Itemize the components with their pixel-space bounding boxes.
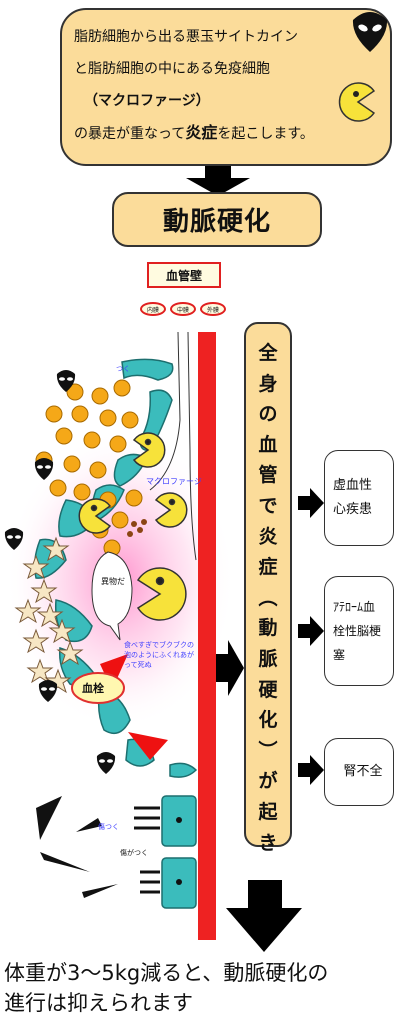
cause-line-4: の暴走が重なって炎症を起こします。 [74, 124, 314, 143]
outcome-1-line-1: 虚血性 [333, 478, 373, 493]
outcome-1-line-2: 心疾患 [333, 502, 373, 517]
vchar: 身 [258, 372, 278, 395]
outcome-atherothrombotic-infarction: ｱﾃﾛｰﾑ血 栓性脳梗 塞 [324, 576, 394, 686]
cause-line-2: と脂肪細胞の中にある免疫細胞 [74, 61, 270, 77]
vchar: 硬 [258, 678, 278, 701]
foreign-label: 異物だ [101, 577, 125, 586]
wall-label: 血管壁 [147, 262, 221, 288]
vessel-wall [198, 332, 216, 940]
mark-label: つく [116, 365, 130, 373]
alien-icon [352, 12, 388, 52]
outcome-2-line-1: ｱﾃﾛｰﾑ血 [333, 600, 376, 614]
vchar: 全 [258, 342, 278, 364]
vchar: ︵ [258, 586, 278, 609]
bottom-message: 体重が3〜5kg減ると、動脈硬化の 進行は抑えられます [4, 958, 328, 1018]
layer-intima: 内膜 [140, 302, 166, 316]
scratch-label-2: 傷がつく [120, 849, 148, 857]
vchar: 管 [258, 464, 278, 487]
vchar: 血 [258, 433, 278, 456]
vchar: 動 [258, 617, 278, 640]
cause-box [60, 8, 392, 166]
overeat-label: 食べすぎでブクブクの泡のようにふくれあがって死ぬ [124, 641, 194, 669]
pacman-icon [338, 82, 376, 122]
cause-line-3: （マクロファージ） [84, 93, 210, 109]
inflammation-box: 全 身 の 血 管 で 炎 症 ︵ 動 脈 硬 化 ︶ が 起 き [244, 322, 292, 854]
thrombus-label: 血栓 [82, 682, 104, 695]
scratch-label-1: 傷つく [98, 823, 119, 831]
vchar: が [258, 770, 278, 793]
bottom-message-line-2: 進行は抑えられます [4, 991, 193, 1015]
vchar: 起 [258, 800, 278, 823]
macrophage-label: マクロファージ [146, 477, 202, 486]
title-box: 動脈硬化 [112, 192, 322, 247]
outcome-2-line-3: 塞 [333, 648, 346, 662]
layer-adventitia: 外膜 [200, 302, 226, 316]
vchar: 炎 [258, 525, 278, 548]
cause-line-4-pre: の暴走が重なって [74, 126, 186, 142]
vchar: の [258, 403, 278, 426]
vchar: ︶ [258, 739, 278, 762]
vchar: で [258, 494, 278, 517]
layer-media: 中膜 [170, 302, 196, 316]
cause-line-4-post: を起こします。 [217, 126, 314, 142]
outcome-2-line-2: 栓性脳梗 [333, 624, 382, 638]
cause-line-1: 脂肪細胞から出る悪玉サイトカイン [74, 29, 298, 45]
vchar: 脈 [258, 647, 278, 670]
bottom-message-line-1: 体重が3〜5kg減ると、動脈硬化の [4, 961, 329, 985]
vchar: き [258, 831, 278, 854]
vchar: 化 [258, 709, 278, 732]
outcome-3-line-1: 腎不全 [343, 764, 383, 779]
vchar: 症 [258, 556, 278, 579]
outcome-renal-failure: 腎不全 [324, 738, 394, 806]
outcome-ischemic-heart-disease: 虚血性 心疾患 [324, 450, 394, 546]
cause-line-4-bold: 炎症 [185, 123, 218, 142]
